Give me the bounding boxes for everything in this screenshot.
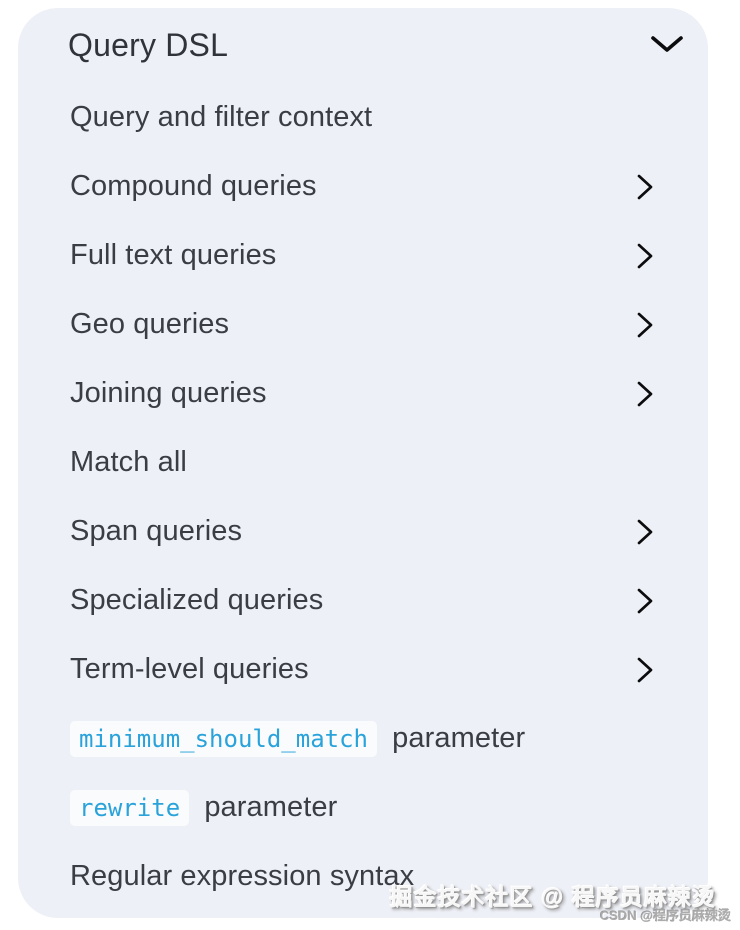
chevron-down-icon[interactable] [650, 35, 684, 55]
query-dsl-nav-panel: Query DSL Query and filter context Compo… [18, 8, 708, 918]
item-label: Term-level queries [70, 653, 309, 685]
item-label: Joining queries [70, 377, 267, 409]
nav-item-text: rewrite parameter [70, 789, 338, 826]
nav-item-text: Full text queries [70, 239, 276, 272]
nav-item[interactable]: Full text queries [18, 221, 708, 290]
nav-item-text: Term-level queries [70, 653, 309, 686]
chevron-right-icon[interactable] [636, 242, 654, 270]
chevron-right-icon[interactable] [636, 311, 654, 339]
nav-item-text: Geo queries [70, 308, 229, 341]
nav-item[interactable]: Compound queries [18, 152, 708, 221]
nav-item[interactable]: Query and filter context [18, 83, 708, 152]
nav-item[interactable]: Regular expression syntax [18, 842, 708, 911]
nav-item[interactable]: rewrite parameter [18, 773, 708, 842]
nav-item-text: Compound queries [70, 170, 317, 203]
nav-item-text: Specialized queries [70, 584, 323, 617]
item-label: Query and filter context [70, 101, 373, 133]
watermark-juejin: 掘金技术社区 @ 程序员麻辣烫 [389, 884, 716, 910]
item-label: Specialized queries [70, 584, 324, 616]
item-label: Geo queries [70, 308, 230, 340]
item-label: Span queries [70, 515, 243, 547]
nav-item-text: Span queries [70, 515, 242, 548]
nav-item-text: Match all [70, 446, 187, 479]
chevron-right-icon[interactable] [636, 656, 654, 684]
item-label: Match all [70, 446, 187, 478]
nav-item-text: Regular expression syntax [70, 860, 414, 893]
nav-item-text: Query and filter context [70, 101, 372, 134]
item-suffix: parameter [383, 722, 526, 754]
chevron-right-icon[interactable] [636, 518, 654, 546]
nav-item[interactable]: Specialized queries [18, 566, 708, 635]
nav-item[interactable]: Joining queries [18, 359, 708, 428]
watermark-csdn: CSDN @程序员麻辣烫 [599, 908, 731, 923]
nav-list: Query and filter context Compound querie… [18, 83, 708, 911]
item-suffix: parameter [196, 791, 338, 823]
item-code-chip: minimum_should_match [70, 720, 377, 757]
item-code-chip: rewrite [70, 789, 190, 826]
nav-item[interactable]: Match all [18, 428, 708, 497]
nav-item[interactable]: Span queries [18, 497, 708, 566]
nav-item[interactable]: minimum_should_match parameter [18, 704, 708, 773]
nav-item-text: Joining queries [70, 377, 267, 410]
panel-header[interactable]: Query DSL [18, 8, 708, 66]
chevron-right-icon[interactable] [636, 587, 654, 615]
nav-item[interactable]: Geo queries [18, 290, 708, 359]
chevron-right-icon[interactable] [636, 380, 654, 408]
panel-title: Query DSL [68, 27, 229, 63]
nav-item-text: minimum_should_match parameter [70, 720, 526, 757]
item-label: Compound queries [70, 170, 317, 202]
chevron-right-icon[interactable] [636, 173, 654, 201]
item-label: Regular expression syntax [70, 860, 415, 892]
nav-item[interactable]: Term-level queries [18, 635, 708, 704]
item-label: Full text queries [70, 239, 277, 271]
